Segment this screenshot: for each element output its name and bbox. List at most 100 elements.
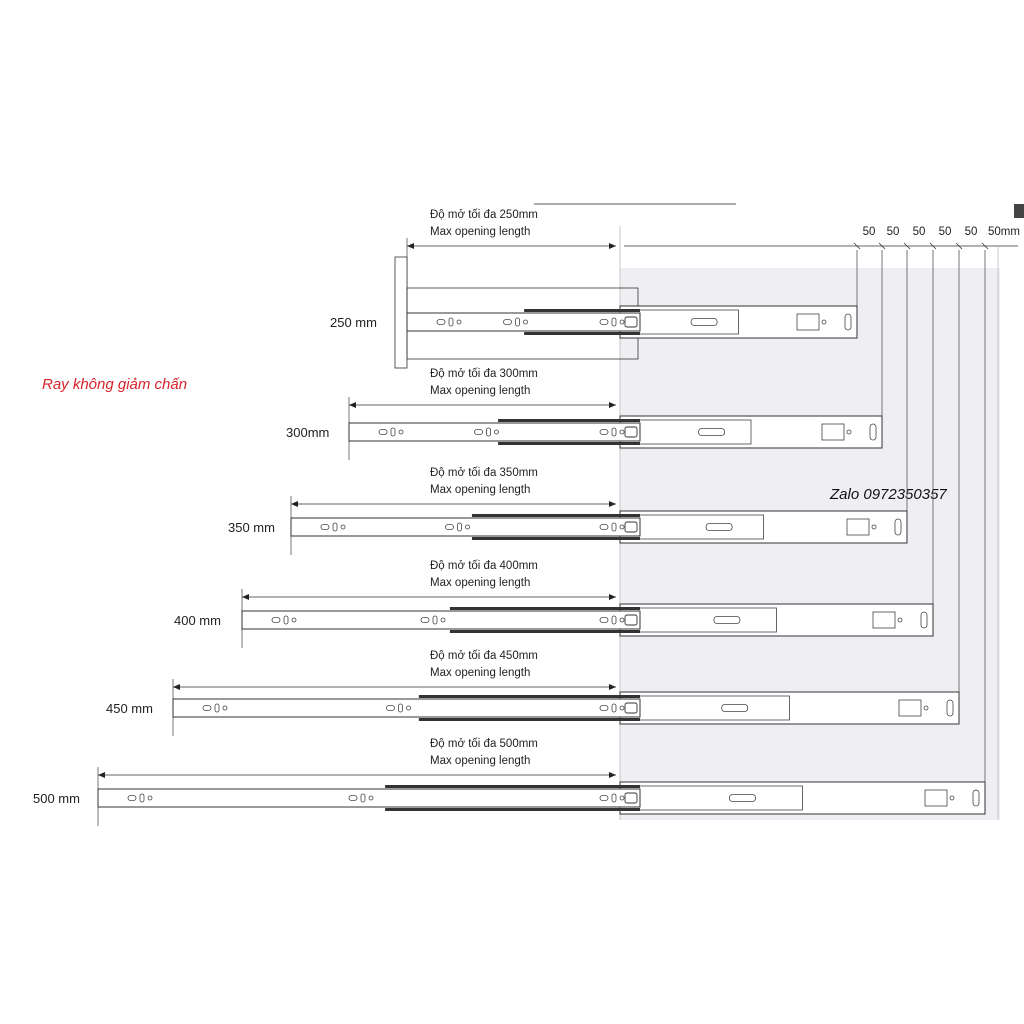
slot-hole <box>457 522 462 532</box>
round-hole <box>222 705 228 711</box>
slot-hole <box>271 617 281 623</box>
round-hole <box>368 795 374 801</box>
opening-sub-label: Max opening length <box>430 755 530 767</box>
opening-label: Độ mở tối đa 400mm <box>430 560 538 572</box>
slot-hole <box>445 524 454 530</box>
end-stop <box>920 611 928 629</box>
latch <box>624 614 638 626</box>
slot-hole <box>398 703 403 713</box>
slot-hole <box>599 617 609 623</box>
slot-hole <box>320 524 330 530</box>
slot-hole <box>474 429 483 435</box>
opening-label: Độ mở tối đa 450mm <box>430 650 538 662</box>
increment-label: 50mm <box>988 226 1020 238</box>
bearing-strip-bottom <box>471 537 640 540</box>
arrow-right-icon <box>609 402 616 408</box>
slot-hole <box>432 615 438 625</box>
tick-mark <box>929 242 937 250</box>
bearing-strip-top <box>498 419 640 422</box>
bearing-strip-bottom <box>524 332 640 335</box>
slot-hole <box>713 616 741 624</box>
size-label: 350 mm <box>228 520 275 535</box>
middle-rail <box>619 695 790 721</box>
slot-hole <box>599 429 609 435</box>
round-hole <box>923 705 929 711</box>
middle-rail <box>619 419 752 445</box>
opening-sub-label: Max opening length <box>430 226 530 238</box>
middle-rail <box>619 514 764 540</box>
middle-rail <box>619 785 803 811</box>
slot-hole <box>202 705 212 711</box>
slot-hole <box>515 317 520 327</box>
opening-label: Độ mở tối đa 500mm <box>430 738 538 750</box>
arrow-right-icon <box>609 684 616 690</box>
mount-bracket <box>898 699 922 717</box>
bearing-strip-bottom <box>418 718 640 721</box>
latch <box>624 702 638 714</box>
tick-mark <box>878 242 886 250</box>
watermark: Zalo 0972350357 <box>829 486 947 503</box>
mount-bracket <box>872 611 896 629</box>
tick-mark <box>981 242 989 250</box>
round-hole <box>523 319 528 325</box>
slot-hole <box>332 522 338 532</box>
latch <box>624 426 638 438</box>
slot-hole <box>611 317 617 327</box>
middle-rail <box>619 607 777 633</box>
slot-hole <box>139 793 145 803</box>
opening-sub-label: Max opening length <box>430 484 530 496</box>
round-hole <box>340 524 346 530</box>
opening-sub-label: Max opening length <box>430 577 530 589</box>
bearing-strip-bottom <box>498 442 640 445</box>
opening-label: Độ mở tối đa 350mm <box>430 467 538 479</box>
bearing-strip-bottom <box>385 808 640 811</box>
size-label: 250 mm <box>330 315 377 330</box>
arrow-left-icon <box>291 501 298 507</box>
slot-hole <box>611 427 617 437</box>
slot-hole <box>283 615 289 625</box>
round-hole <box>871 524 877 530</box>
slot-hole <box>611 615 617 625</box>
mount-bracket <box>846 518 870 536</box>
end-stop <box>894 518 902 536</box>
mount-bracket <box>796 313 820 331</box>
slot-hole <box>599 705 609 711</box>
latch <box>624 316 638 328</box>
arrow-left-icon <box>407 243 414 249</box>
arrow-right-icon <box>609 501 616 507</box>
bearing-strip-bottom <box>449 630 640 633</box>
round-hole <box>456 319 462 325</box>
slot-hole <box>611 703 617 713</box>
opening-sub-label: Max opening length <box>430 667 530 679</box>
latch <box>624 792 638 804</box>
end-stop <box>844 313 852 331</box>
round-hole <box>291 617 297 623</box>
size-label: 400 mm <box>174 613 221 628</box>
round-hole <box>494 429 499 435</box>
round-hole <box>619 705 625 711</box>
round-hole <box>949 795 955 801</box>
round-hole <box>465 524 470 530</box>
opening-sub-label: Max opening length <box>430 385 530 397</box>
slot-hole <box>448 317 454 327</box>
round-hole <box>619 795 625 801</box>
round-hole <box>821 319 827 325</box>
slot-hole <box>348 795 358 801</box>
arrow-left-icon <box>173 684 180 690</box>
expand-icon[interactable] <box>1014 204 1024 218</box>
tick-mark <box>853 242 861 250</box>
round-hole <box>897 617 903 623</box>
end-stop <box>972 789 980 807</box>
arrow-right-icon <box>609 243 616 249</box>
mount-bracket <box>821 423 845 441</box>
increment-label: 50 <box>913 226 926 238</box>
round-hole <box>406 705 411 711</box>
bearing-strip-top <box>449 607 640 610</box>
opening-label: Độ mở tối đa 300mm <box>430 368 538 380</box>
